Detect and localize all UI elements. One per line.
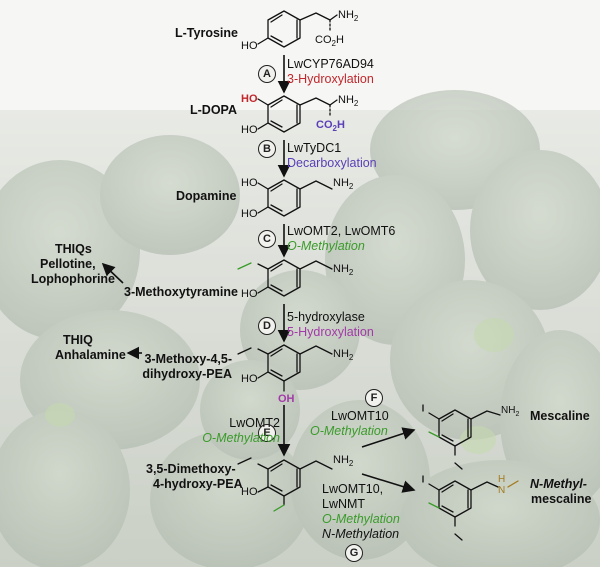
compound-mdhpea-line2: dihydroxy-PEA bbox=[142, 367, 232, 381]
reaction-c: O-Methylation bbox=[287, 239, 365, 253]
dopamine-structure bbox=[257, 179, 333, 217]
atom-nh2: NH2 bbox=[338, 94, 359, 109]
atom-ho: HO bbox=[241, 288, 258, 300]
enzyme-e: LwOMT2 bbox=[229, 416, 280, 430]
atom-oh: OH bbox=[278, 393, 295, 405]
reaction-f: O-Methylation bbox=[310, 424, 388, 438]
step-badge-f: F bbox=[365, 389, 383, 407]
step-badge-g: G bbox=[345, 544, 363, 562]
step-badge-d: D bbox=[258, 317, 276, 335]
arrow-step-f bbox=[361, 427, 416, 448]
reaction-g-line1: O-Methylation bbox=[322, 512, 400, 526]
atom-ho: HO bbox=[241, 486, 258, 498]
atom-ho: HO bbox=[241, 124, 258, 136]
compound-l-tyrosine: L-Tyrosine bbox=[175, 26, 238, 40]
reaction-b: Decarboxylation bbox=[287, 156, 377, 170]
atom-ho: HO bbox=[241, 93, 258, 105]
side-pellotine: Pellotine, bbox=[40, 257, 96, 271]
atom-ho: HO bbox=[241, 177, 258, 189]
compound-3-methoxytyramine: 3-Methoxytyramine bbox=[124, 285, 238, 299]
methoxytyramine-structure bbox=[237, 259, 333, 297]
step-badge-e: E bbox=[258, 424, 276, 442]
compound-dmhpea-line1: 3,5-Dimethoxy- bbox=[146, 462, 236, 476]
compound-mdhpea-line1: 3-Methoxy-4,5- bbox=[144, 352, 232, 366]
enzyme-g-line1: LwOMT10, bbox=[322, 482, 384, 496]
step-badge-b: B bbox=[258, 140, 276, 158]
atom-ho: HO bbox=[241, 208, 258, 220]
side-lophophorine: Lophophorine bbox=[31, 272, 116, 286]
compound-n-methylmescaline-line1: N-Methyl- bbox=[530, 477, 587, 491]
atom-nh2: NH2 bbox=[501, 405, 520, 418]
enzyme-f: LwOMT10 bbox=[331, 409, 389, 423]
compound-dmhpea-line2: 4-hydroxy-PEA bbox=[153, 477, 243, 491]
atom-co2h: CO2H bbox=[316, 119, 345, 134]
atom-ho: HO bbox=[241, 40, 258, 52]
side-thiq: THIQ bbox=[63, 333, 93, 347]
enzyme-a: LwCYP76AD94 bbox=[287, 57, 374, 71]
atom-nh2: NH2 bbox=[333, 348, 354, 363]
side-anhalamine: Anhalamine bbox=[55, 348, 126, 362]
dopa-structure bbox=[257, 95, 338, 133]
enzyme-d: 5-hydroxylase bbox=[287, 310, 365, 324]
compound-dopamine: Dopamine bbox=[176, 189, 237, 203]
step-badge-a: A bbox=[258, 65, 276, 83]
enzyme-g-line2: LwNMT bbox=[322, 497, 366, 511]
atom-nh2: NH2 bbox=[333, 263, 354, 278]
n-methylmescaline-structure bbox=[422, 475, 519, 541]
reaction-e: O-Methylation bbox=[202, 431, 280, 445]
atom-ho: HO bbox=[241, 373, 258, 385]
atom-nh2: NH2 bbox=[333, 454, 354, 469]
enzyme-b: LwTyDC1 bbox=[287, 141, 342, 155]
compound-n-methylmescaline-line2: mescaline bbox=[531, 492, 592, 506]
enzyme-c: LwOMT2, LwOMT6 bbox=[287, 224, 396, 238]
atom-nh2: NH2 bbox=[338, 9, 359, 24]
step-badge-c: C bbox=[258, 230, 276, 248]
compound-l-dopa: L-DOPA bbox=[190, 103, 237, 117]
compound-mescaline: Mescaline bbox=[530, 409, 590, 423]
mdhpea-structure bbox=[237, 344, 333, 392]
reaction-d: 5-Hydroxylation bbox=[287, 325, 374, 339]
arrow-step-g bbox=[361, 473, 416, 493]
atom-co2h: CO2H bbox=[315, 34, 344, 49]
side-thiqs: THIQs bbox=[55, 242, 92, 256]
tyrosine-structure bbox=[257, 10, 338, 48]
mescaline-structure bbox=[422, 404, 501, 470]
reaction-a: 3-Hydroxylation bbox=[287, 72, 374, 86]
reaction-g-line2: N-Methylation bbox=[322, 527, 400, 541]
atom-nh2: NH2 bbox=[333, 177, 354, 192]
arrow-to-thiqs bbox=[101, 262, 124, 284]
dmhpea-structure bbox=[237, 457, 333, 512]
